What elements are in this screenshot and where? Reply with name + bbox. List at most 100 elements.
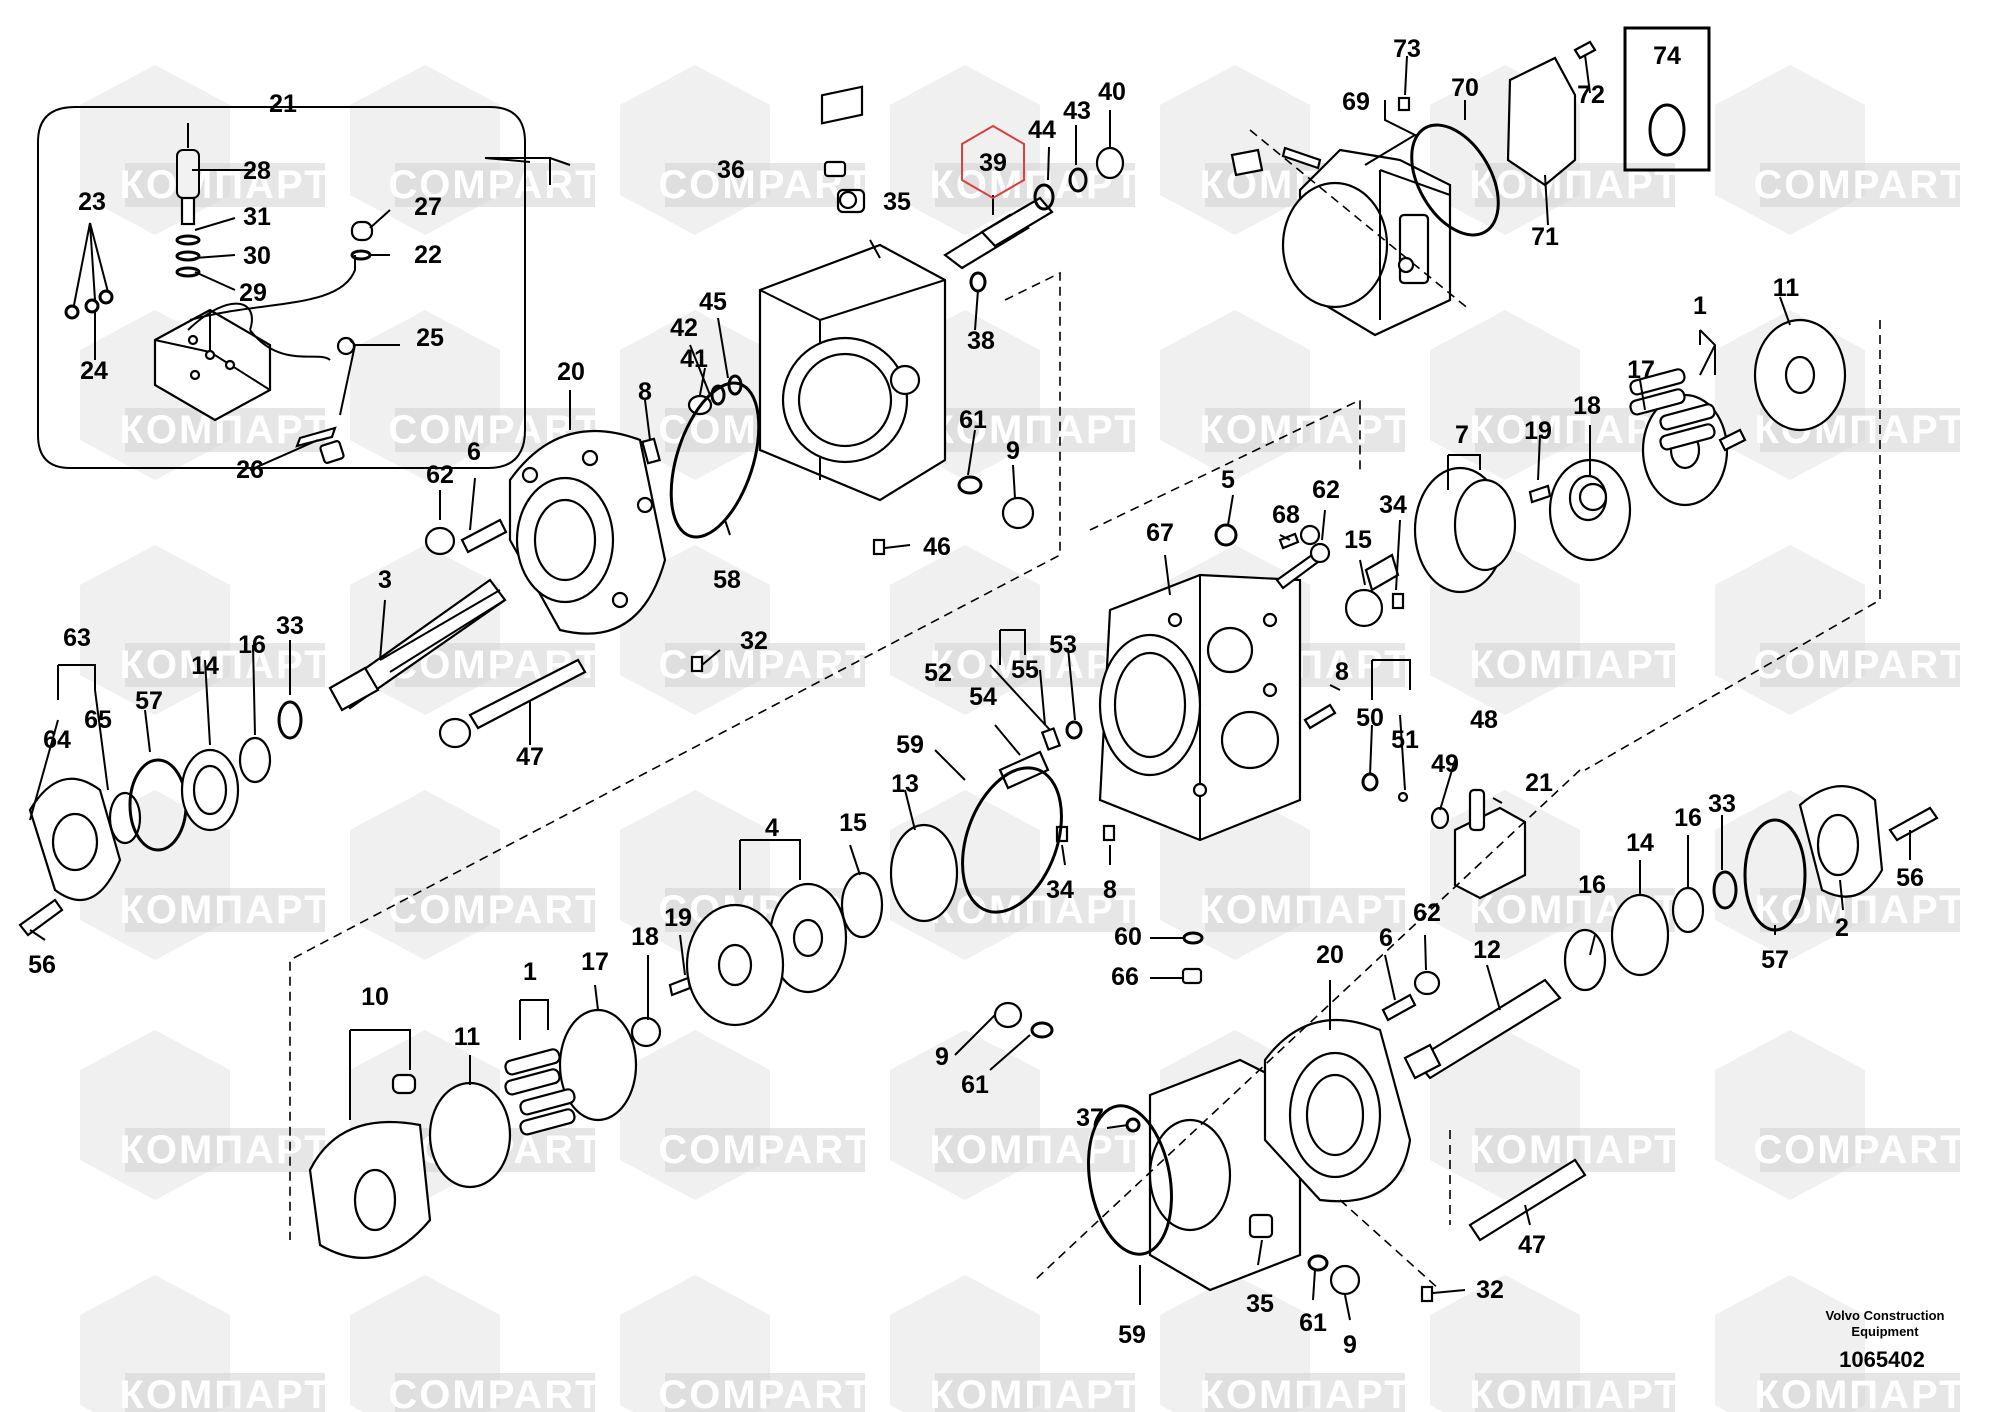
watermark-text: COMPART <box>388 163 601 207</box>
watermark-band <box>395 1373 595 1412</box>
watermark-text: COMPART <box>1753 643 1966 687</box>
watermark-hexagon <box>1715 1030 1865 1200</box>
o-ring-42 <box>710 384 726 406</box>
callout-58: 58 <box>713 566 741 594</box>
bolt-47b <box>1468 1158 1587 1242</box>
pump-head-69 <box>1230 146 1452 337</box>
seal-16b <box>1671 886 1705 934</box>
callout-1: 1 <box>1693 292 1707 320</box>
callout-42: 42 <box>670 314 698 342</box>
callout-61: 61 <box>959 406 987 434</box>
left-bearing-stack <box>18 700 303 937</box>
watermark-band <box>1205 408 1405 452</box>
callout-56: 56 <box>28 951 56 979</box>
o-ring-61c <box>1307 1254 1329 1272</box>
callout-17b: 17 <box>581 948 609 976</box>
watermark-band <box>1205 888 1405 932</box>
callout-41: 41 <box>680 345 708 373</box>
watermark-hexagon <box>1160 310 1310 480</box>
document-number: 1065402 <box>1839 1347 1925 1372</box>
spring-19b <box>668 976 692 997</box>
regulator-housing-35 <box>758 85 947 502</box>
callout-49: 49 <box>1431 750 1459 778</box>
bearing-14b <box>1610 893 1670 977</box>
pin-55 <box>1040 727 1062 751</box>
callout-18b: 18 <box>631 923 659 951</box>
o-ring-61a <box>957 475 983 495</box>
callout-15: 15 <box>1344 526 1372 554</box>
part-74-box <box>1623 26 1711 172</box>
callout-17: 17 <box>1627 356 1655 384</box>
plug-9a <box>1001 496 1035 530</box>
callout-37: 37 <box>1076 1104 1104 1132</box>
plug-49 <box>1430 806 1450 830</box>
callout-63: 63 <box>63 624 91 652</box>
callout-64: 64 <box>43 726 71 754</box>
watermark-hexagon <box>80 1030 230 1200</box>
callout-16b: 16 <box>1674 804 1702 832</box>
callout-21b: 21 <box>1525 769 1553 797</box>
callout-60: 60 <box>1114 923 1142 951</box>
center-envelope <box>1034 320 1881 1281</box>
upper-assembly-envelope <box>289 271 1061 1240</box>
watermark-text: COMPART <box>1753 163 1966 207</box>
watermark-band <box>1475 1373 1675 1412</box>
o-ring-50 <box>1361 772 1379 792</box>
callout-55: 55 <box>1011 656 1039 684</box>
watermark-band <box>1205 1373 1405 1412</box>
callout-14b: 14 <box>1626 829 1654 857</box>
watermark-text: COMPART <box>1753 1128 1966 1172</box>
callout-38: 38 <box>967 327 995 355</box>
callout-36: 36 <box>717 156 745 184</box>
watermark-text: КОМПАРТ <box>1199 1373 1410 1412</box>
watermark-band <box>935 1373 1135 1412</box>
callout-61c: 61 <box>1299 1309 1327 1337</box>
gear-13 <box>889 823 959 923</box>
callout-56b: 56 <box>1896 864 1924 892</box>
callout-34: 34 <box>1379 491 1407 519</box>
callout-61b: 61 <box>961 1071 989 1099</box>
callout-19: 19 <box>1524 417 1552 445</box>
ball-51 <box>1397 791 1409 803</box>
callout-47: 47 <box>516 743 544 771</box>
callout-15b: 15 <box>839 809 867 837</box>
plug-9b <box>993 1001 1023 1029</box>
callout-25: 25 <box>416 324 444 352</box>
callout-23: 23 <box>78 188 106 216</box>
callout-45: 45 <box>699 288 727 316</box>
o-ring-53 <box>1065 720 1083 740</box>
callout-11b: 11 <box>454 1023 481 1051</box>
ball-guide-18b <box>630 1016 662 1048</box>
callout-30: 30 <box>243 242 271 270</box>
callout-14: 14 <box>191 652 219 680</box>
watermark-text: КОМПАРТ <box>1469 643 1680 687</box>
watermark-hexagon <box>620 1030 770 1200</box>
plug-40 <box>1095 146 1125 180</box>
o-ring-44 <box>1033 183 1055 211</box>
callout-52: 52 <box>924 659 952 687</box>
callout-9c: 9 <box>1343 1331 1357 1359</box>
watermark-text: КОМПАРТ <box>929 1373 1140 1412</box>
watermark-text: КОМПАРТ <box>119 888 330 932</box>
solenoid-valve-assembly <box>64 123 374 464</box>
watermark-text: COMPART <box>658 1128 871 1172</box>
callout-40: 40 <box>1098 78 1126 106</box>
callout-9: 9 <box>1006 437 1020 465</box>
watermark-band <box>1475 408 1675 452</box>
pistons-1b <box>504 1048 576 1136</box>
o-ring-70 <box>1410 123 1500 237</box>
plug-9c <box>1329 1264 1361 1296</box>
watermark-text: COMPART <box>388 1373 601 1412</box>
watermark-band <box>125 1373 325 1412</box>
leader-lines <box>29 54 1911 1321</box>
plug-66 <box>1181 967 1203 985</box>
cylinder-block-lower <box>685 903 785 1027</box>
callout-5: 5 <box>1221 466 1235 494</box>
o-ring-58 <box>669 381 761 539</box>
watermark-band <box>1760 888 1960 932</box>
watermark-band <box>665 1128 865 1172</box>
callout-20b: 20 <box>1316 941 1344 969</box>
flange-20-lower <box>1263 1018 1412 1203</box>
set-screw-6a <box>460 518 508 554</box>
o-ring-61b <box>1030 1021 1054 1039</box>
